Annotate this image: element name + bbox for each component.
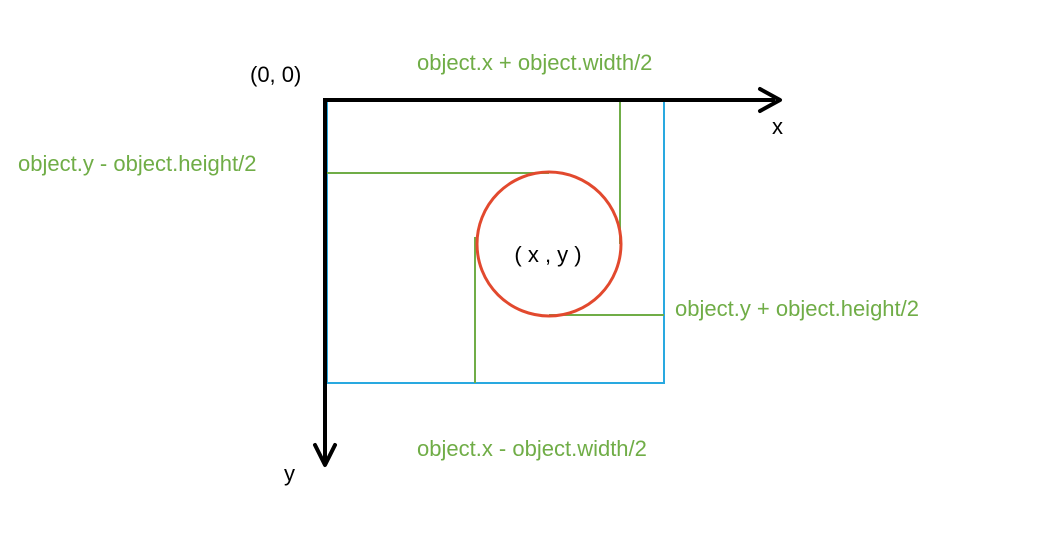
left-edge-label: object.x - object.width/2 [417, 436, 647, 461]
right-edge-label: object.x + object.width/2 [417, 50, 652, 75]
object-bounding-box [326, 99, 665, 384]
object-circle [475, 170, 623, 318]
y-axis-arrowhead [313, 443, 337, 467]
top-edge-label: object.y - object.height/2 [18, 151, 256, 176]
y-axis-label: y [284, 461, 295, 486]
x-axis-label: x [772, 114, 783, 139]
origin-label: (0, 0) [250, 62, 301, 87]
axes [313, 87, 782, 467]
center-point-label: ( x , y ) [514, 242, 581, 267]
guide-lines [327, 100, 664, 383]
x-axis-arrowhead [758, 87, 782, 113]
bottom-edge-label: object.y + object.height/2 [675, 296, 919, 321]
